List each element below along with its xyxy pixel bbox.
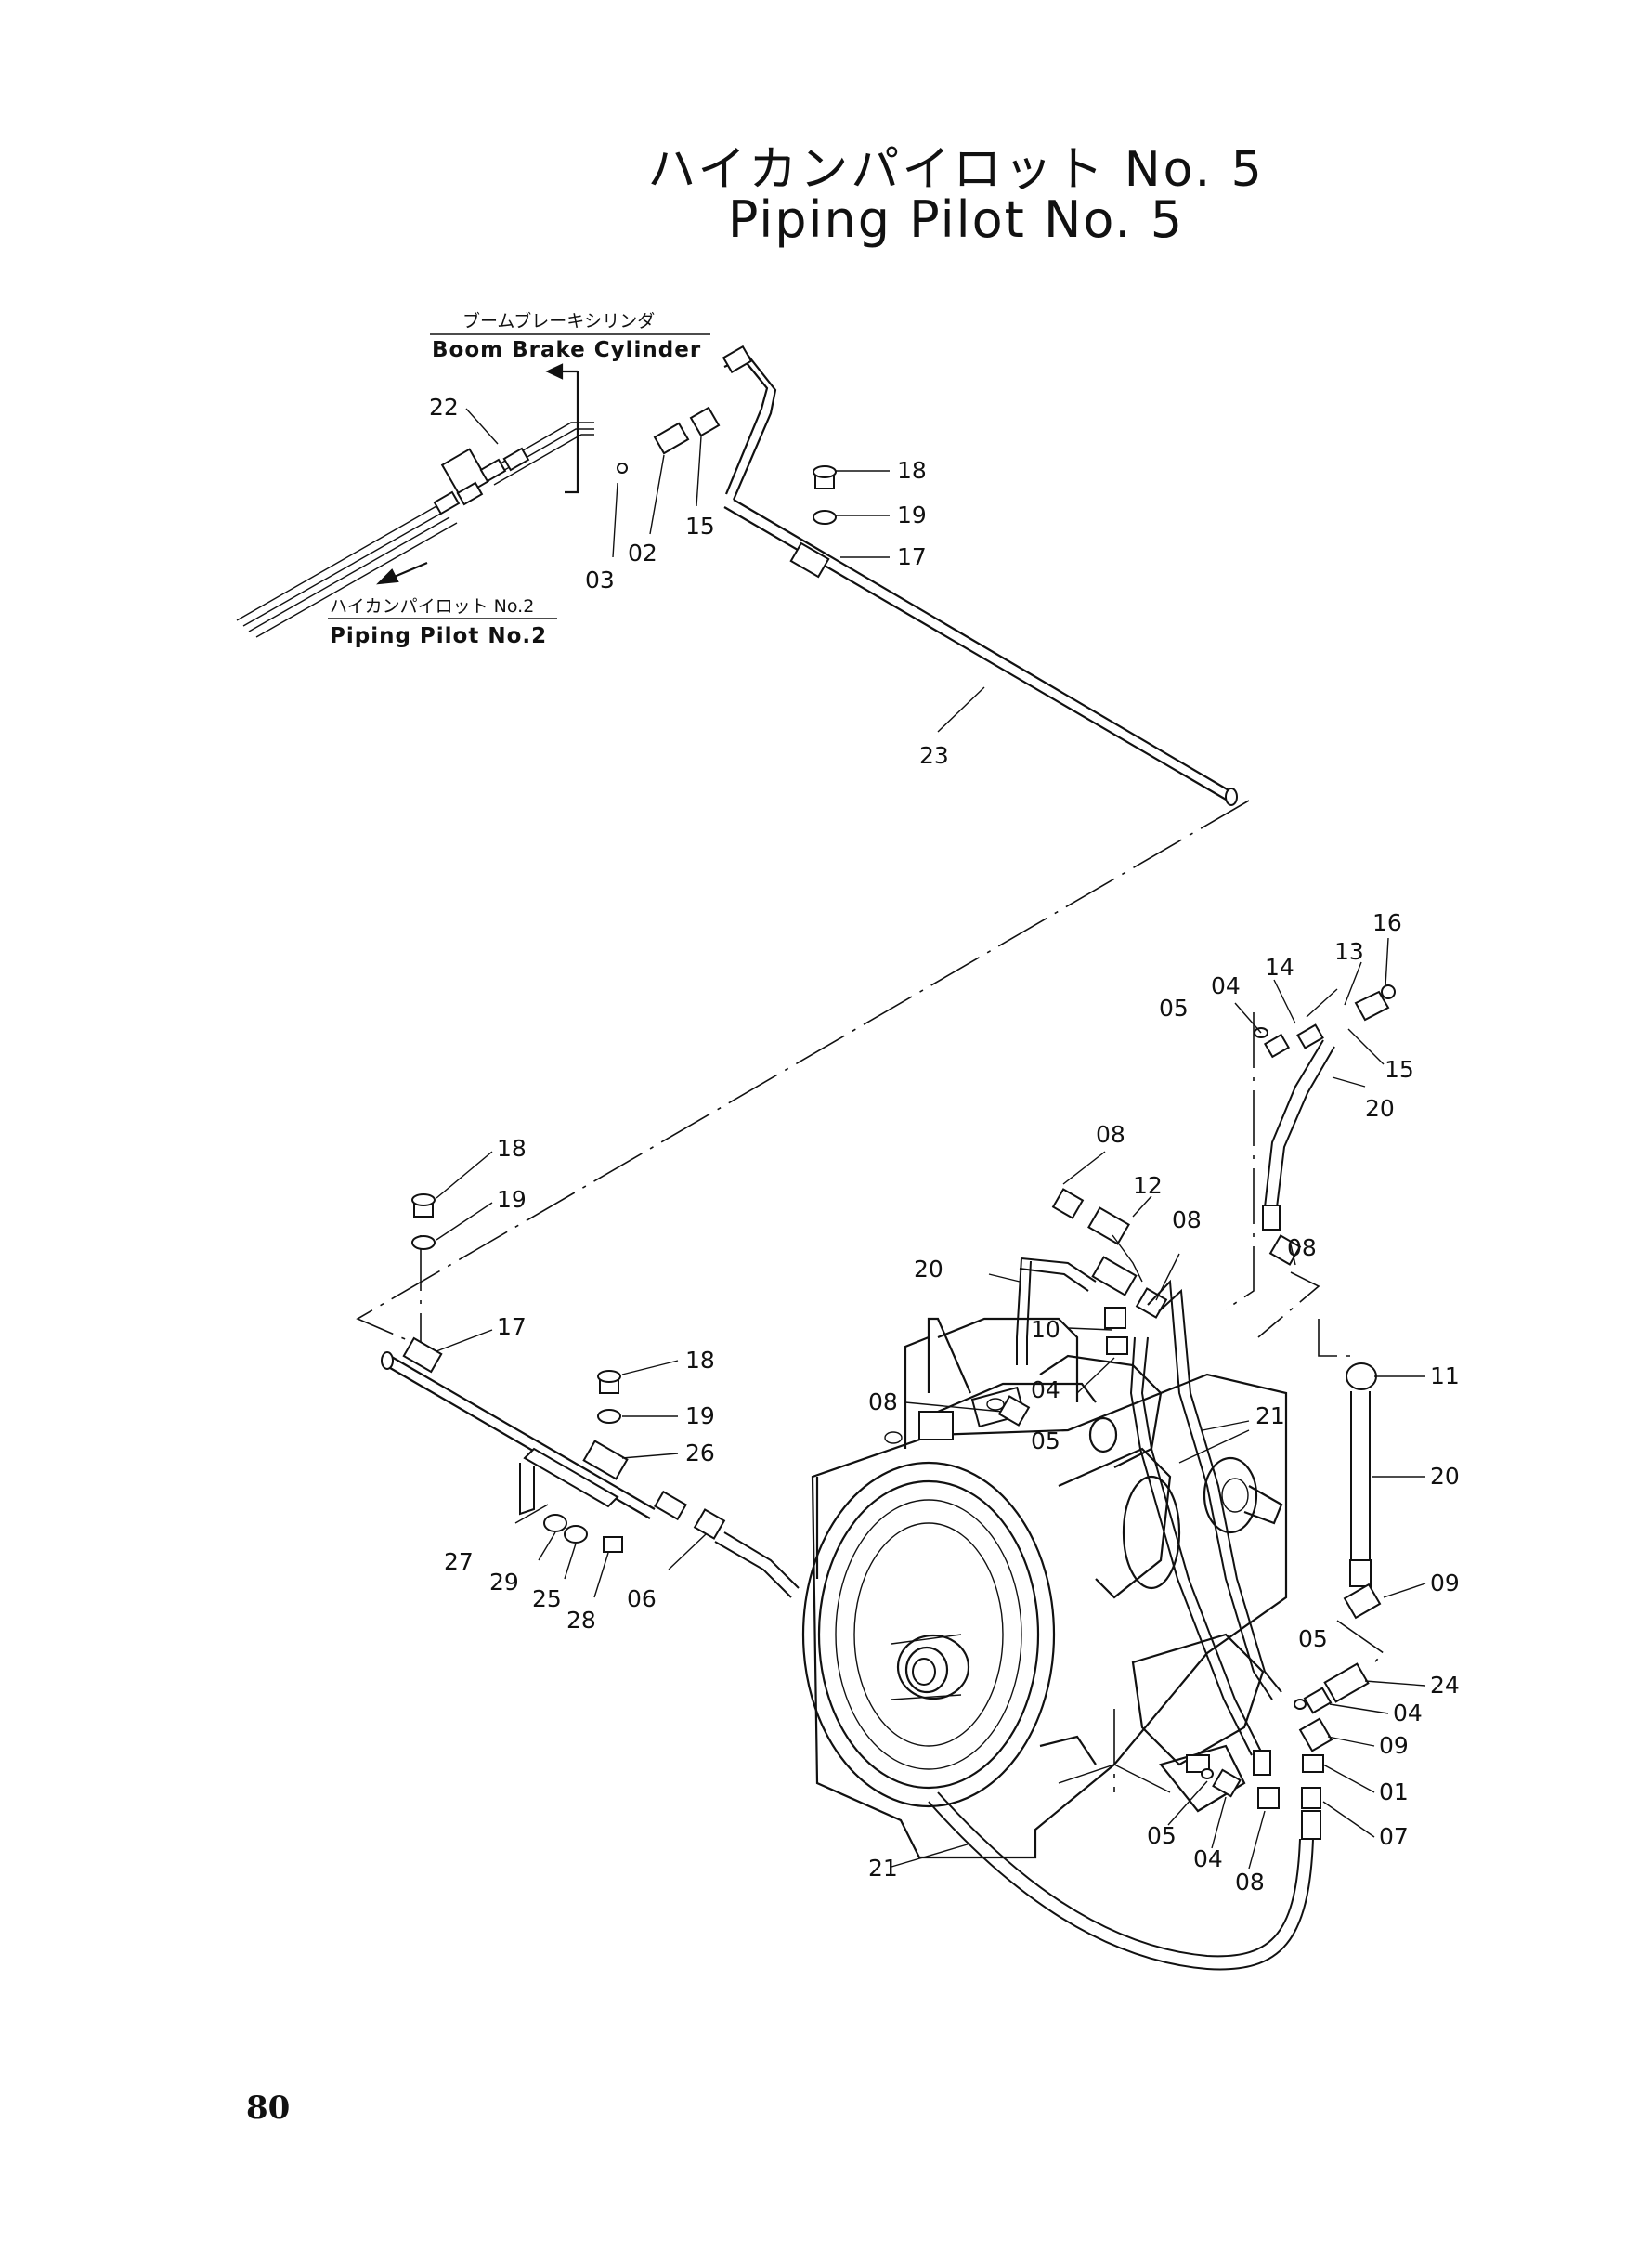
flywheel-housing (801, 1461, 1056, 1808)
label-07: 07 (1379, 1823, 1409, 1850)
label-08-top: 08 (1096, 1121, 1125, 1148)
label-08-bottom: 08 (1235, 1869, 1265, 1896)
label-04-right: 04 (1393, 1700, 1423, 1726)
page-number: 80 (246, 2090, 291, 2127)
piping-pilot2-arrow-icon (376, 561, 428, 585)
upper-pipe-bundle: 22 (236, 394, 594, 638)
label-04-bottom: 04 (1193, 1845, 1223, 1872)
label-26: 26 (685, 1440, 715, 1466)
label-10: 10 (1031, 1316, 1060, 1343)
label-02: 02 (628, 540, 657, 567)
label-18-top: 18 (897, 457, 927, 484)
upper-right-fittings: 16 13 14 04 05 15 20 08 (1159, 909, 1414, 1338)
shaft-coupling (896, 1634, 970, 1700)
piping-pilot2-label-jp: ハイカンパイロット No.2 (330, 596, 534, 617)
page-title-japanese: ハイカンパイロット No. 5 (647, 142, 1265, 198)
pump-assembly (801, 1317, 1288, 1859)
label-08-left: 08 (868, 1388, 898, 1415)
label-19-left: 19 (497, 1186, 527, 1213)
top-fittings: 03 02 15 (585, 345, 777, 593)
label-09-upper: 09 (1430, 1570, 1460, 1596)
label-27: 27 (444, 1548, 474, 1575)
center-hoses: 08 12 08 20 10 04 (914, 1121, 1282, 1776)
label-12: 12 (1133, 1172, 1163, 1199)
label-28: 28 (566, 1607, 596, 1634)
label-06: 06 (627, 1585, 657, 1612)
pipe-23: 23 18 19 17 (723, 457, 1238, 806)
label-13: 13 (1334, 938, 1364, 965)
right-side-fittings: 11 20 09 05 24 04 09 01 07 (1294, 1319, 1460, 1850)
label-05-mid: 05 (1031, 1427, 1060, 1454)
label-24: 24 (1430, 1672, 1460, 1699)
label-08-top2: 08 (1172, 1206, 1202, 1233)
leader-22 (465, 408, 499, 445)
label-08-right: 08 (1287, 1234, 1317, 1261)
label-25: 25 (532, 1585, 562, 1612)
label-04-mid: 04 (1031, 1376, 1060, 1403)
middle-labels: 08 05 21 (868, 1388, 1285, 1464)
label-20-left: 20 (914, 1256, 943, 1283)
label-11: 11 (1430, 1362, 1460, 1389)
piping-pilot2-callout: ハイカンパイロット No.2 Piping Pilot No.2 (328, 561, 557, 648)
hose-21-bottom: 21 (868, 1791, 1314, 1971)
boom-brake-label-jp: ブームブレーキシリンダ (462, 310, 655, 332)
boom-brake-label-en: Boom Brake Cylinder (432, 338, 701, 362)
label-09-lower: 09 (1379, 1732, 1409, 1759)
label-18-mid: 18 (685, 1347, 715, 1374)
label-14: 14 (1265, 954, 1294, 981)
label-17-top: 17 (897, 543, 927, 570)
label-05-bottom: 05 (1147, 1822, 1177, 1849)
label-16: 16 (1372, 909, 1402, 936)
boom-brake-callout: ブームブレーキシリンダ Boom Brake Cylinder (430, 310, 710, 494)
label-22: 22 (429, 394, 459, 421)
label-20-right: 20 (1430, 1463, 1460, 1490)
label-17-left: 17 (497, 1313, 527, 1340)
page-title-english: Piping Pilot No. 5 (727, 190, 1185, 249)
connection-line (356, 800, 1250, 1345)
boom-brake-line (565, 371, 579, 494)
label-19-top: 19 (897, 502, 927, 528)
label-05-top: 05 (1159, 995, 1189, 1022)
label-15-right: 15 (1385, 1056, 1414, 1083)
label-23: 23 (919, 742, 949, 769)
piping-pilot2-label-en: Piping Pilot No.2 (330, 624, 547, 648)
bottom-fittings: 05 04 08 (1147, 1768, 1280, 1896)
clamp-17-upper (789, 541, 830, 579)
label-19-mid: 19 (685, 1402, 715, 1429)
label-01: 01 (1379, 1778, 1409, 1805)
label-21-bottom: 21 (868, 1855, 898, 1882)
label-03: 03 (585, 567, 615, 593)
label-21-mid: 21 (1255, 1402, 1285, 1429)
label-05-right: 05 (1298, 1625, 1328, 1652)
bracket-group: 18 19 26 27 29 25 28 06 (444, 1347, 800, 1634)
label-15-top: 15 (685, 513, 715, 540)
label-18-left: 18 (497, 1135, 527, 1162)
boom-brake-arrow-icon (545, 363, 578, 380)
label-29: 29 (489, 1569, 519, 1596)
label-04-top: 04 (1211, 972, 1241, 999)
label-20-top: 20 (1365, 1095, 1395, 1122)
